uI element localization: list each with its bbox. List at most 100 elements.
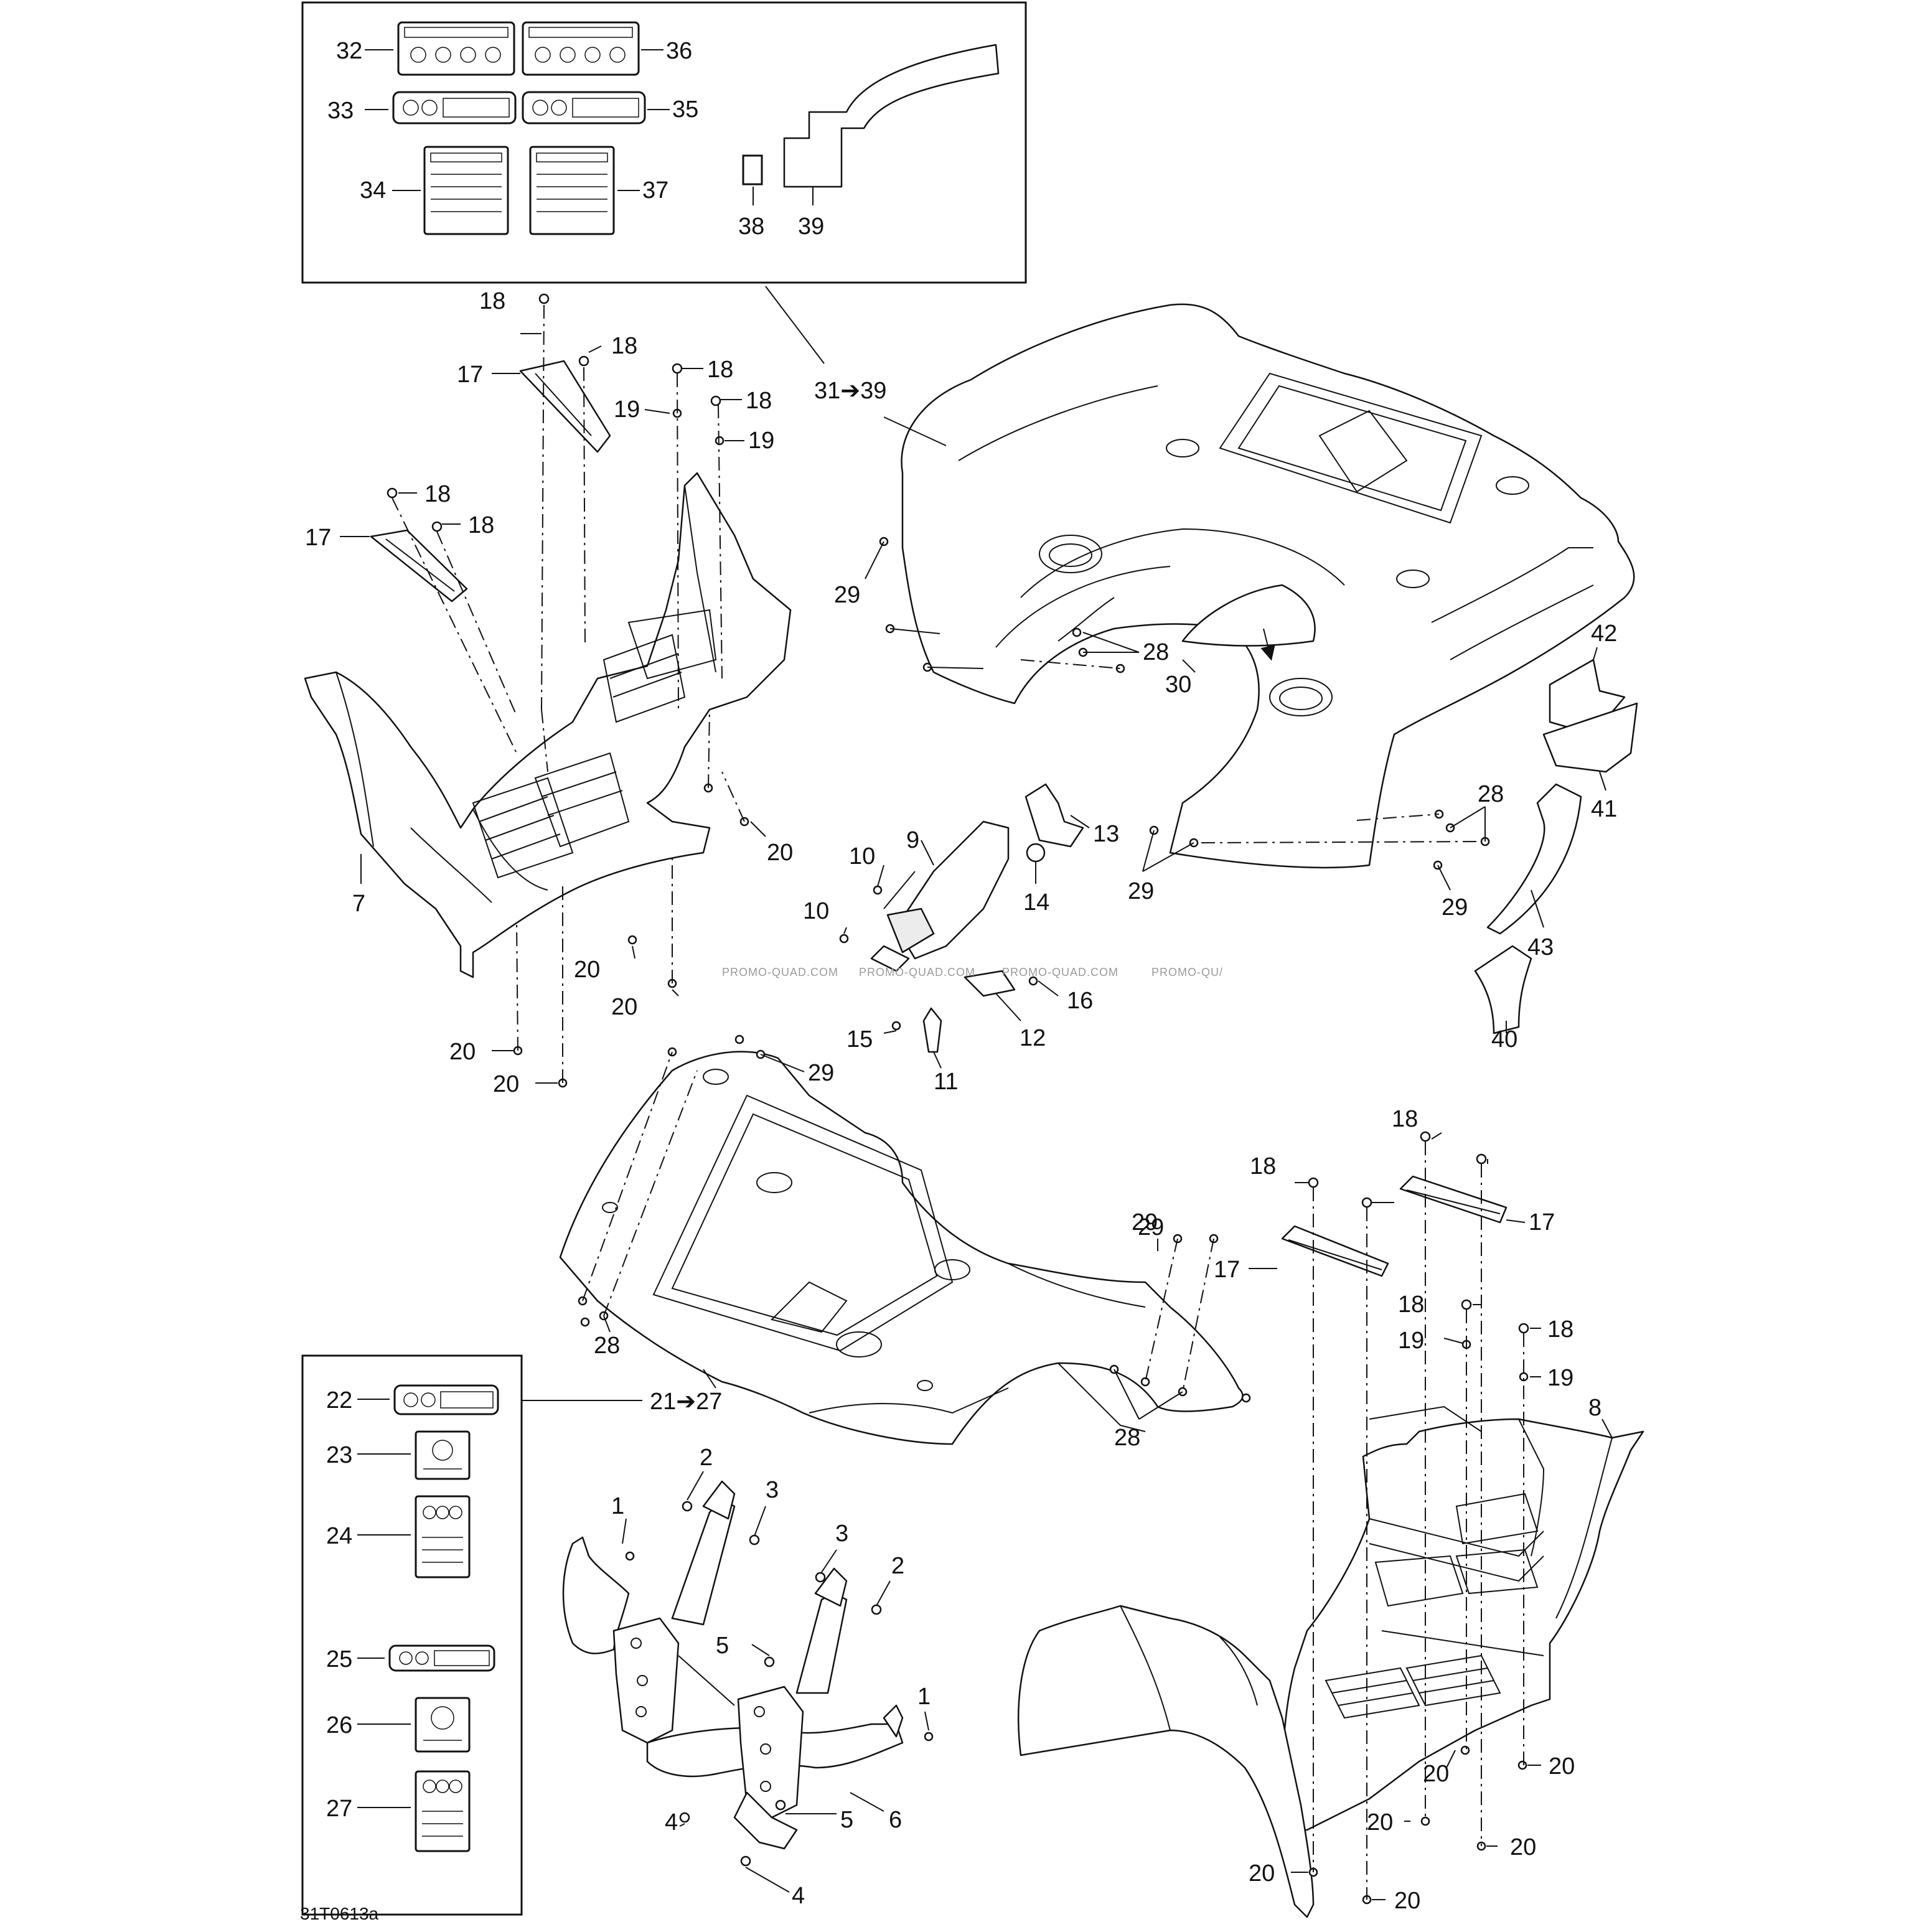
- tread-pattern-right: [1325, 1493, 1539, 1719]
- decal-kit-box-21-27: [301, 1354, 523, 1916]
- callout-20: 20: [493, 1071, 519, 1097]
- callout-8: 8: [1588, 1395, 1601, 1421]
- callout-25: 25: [326, 1646, 352, 1672]
- callout-35: 35: [672, 96, 698, 123]
- callout-18: 18: [746, 388, 772, 414]
- fastener-29-group-rear-left: [879, 537, 984, 672]
- callout-4: 4: [665, 1809, 678, 1836]
- callout-18: 18: [1398, 1292, 1424, 1318]
- decal-32: [397, 21, 515, 76]
- decal-35: [522, 91, 646, 124]
- washer-14: [1026, 843, 1046, 863]
- callout-41: 41: [1591, 796, 1617, 822]
- callout-43: 43: [1527, 934, 1554, 960]
- callout-19: 19: [1547, 1365, 1573, 1391]
- callout-20: 20: [1510, 1834, 1536, 1860]
- callout-14: 14: [1023, 889, 1049, 916]
- fastener-group-rear-right: [1149, 809, 1490, 870]
- callout-7: 7: [352, 891, 365, 917]
- guard-43: [1486, 783, 1582, 935]
- decal-33: [392, 91, 517, 124]
- callout-5: 5: [840, 1807, 853, 1833]
- callout-26: 26: [326, 1712, 352, 1738]
- front-bumper-6: [562, 1480, 934, 1867]
- callout-17: 17: [1214, 1257, 1240, 1283]
- decal-37: [529, 146, 615, 235]
- left-footwell-7: [304, 472, 792, 978]
- callout-23: 23: [326, 1442, 352, 1468]
- callout-20: 20: [1367, 1809, 1393, 1836]
- callout-20: 20: [1394, 1888, 1420, 1914]
- decal-34: [423, 146, 509, 235]
- callout-12: 12: [1020, 1025, 1046, 1051]
- callout-19: 19: [748, 428, 774, 454]
- clip-11: [922, 1007, 942, 1053]
- callout-39: 39: [798, 213, 824, 240]
- footpeg-17-right-upper: [1399, 1175, 1508, 1224]
- callout-labels: 32 36 33 35 34 37 38 39 31➔39 18 18 17 1…: [300, 38, 1617, 1923]
- callout-29: 29: [1138, 1214, 1164, 1240]
- callout-29: 29: [834, 582, 860, 608]
- front-fender: [559, 1034, 1251, 1445]
- screw-10-lower: [839, 934, 849, 944]
- callout-37: 37: [642, 177, 668, 204]
- callout-17: 17: [457, 362, 483, 388]
- leader-lines: [340, 286, 1613, 1900]
- callout-31-39: 31➔39: [814, 378, 886, 404]
- callout-28: 28: [1114, 1425, 1140, 1451]
- drawing-code: 31T0613a: [300, 1904, 379, 1923]
- decal-27: [415, 1770, 471, 1852]
- decal-25: [388, 1644, 495, 1672]
- strip-39: [783, 44, 1000, 188]
- decal-26: [415, 1697, 471, 1753]
- callout-4: 4: [792, 1883, 805, 1909]
- bracket-9: [883, 820, 1010, 960]
- pad-30: [1181, 584, 1316, 647]
- screw-16: [1028, 976, 1038, 986]
- callout-29: 29: [1132, 1209, 1158, 1236]
- callout-20: 20: [1249, 1860, 1275, 1887]
- callout-6: 6: [889, 1807, 902, 1833]
- callout-42: 42: [1591, 621, 1617, 647]
- callout-1: 1: [611, 1493, 624, 1519]
- decal-22: [393, 1384, 499, 1415]
- callout-17: 17: [1529, 1209, 1555, 1236]
- callout-20: 20: [1423, 1761, 1449, 1787]
- screw-10-upper: [873, 885, 883, 895]
- callout-18: 18: [424, 481, 451, 507]
- callout-34: 34: [360, 177, 386, 204]
- callout-2: 2: [700, 1445, 713, 1471]
- callout-5: 5: [716, 1633, 729, 1659]
- callout-16: 16: [1067, 988, 1093, 1014]
- callout-20: 20: [611, 994, 637, 1020]
- footpeg-17-left-lower: [370, 529, 468, 603]
- callout-18: 18: [611, 333, 637, 359]
- patch-38: [742, 154, 763, 185]
- screw-15: [891, 1021, 901, 1031]
- footpeg-17-left-upper: [519, 360, 611, 453]
- callout-20: 20: [767, 840, 793, 866]
- callout-19: 19: [1398, 1328, 1424, 1354]
- callout-22: 22: [326, 1387, 352, 1414]
- callout-20: 20: [1549, 1753, 1575, 1780]
- callout-20: 20: [574, 957, 600, 983]
- callout-10: 10: [849, 843, 875, 870]
- callout-18: 18: [1392, 1106, 1418, 1132]
- callout-29: 29: [1442, 894, 1468, 921]
- watermark: PROMO-QUAD.COM PROMO-QUAD.COM PROMO-QUAD…: [722, 966, 1223, 978]
- callout-3: 3: [835, 1521, 848, 1547]
- callout-19: 19: [614, 396, 640, 423]
- decal-36: [522, 21, 640, 76]
- callout-3: 3: [766, 1477, 779, 1503]
- callout-30: 30: [1165, 672, 1191, 698]
- callout-28: 28: [1143, 639, 1169, 665]
- tread-pattern-left: [472, 609, 717, 879]
- bracket-lower: [870, 945, 910, 972]
- nuts-20-left: [513, 709, 749, 1088]
- fasteners-right: [1308, 1131, 1529, 1905]
- svg-text:PROMO-QU/: PROMO-QU/: [1151, 966, 1223, 978]
- svg-text:PROMO-QUAD.COM: PROMO-QUAD.COM: [1002, 966, 1118, 978]
- fasteners-left-top: [387, 293, 724, 772]
- footpeg-17-right-lower: [1281, 1225, 1389, 1277]
- guard-40: [1474, 945, 1532, 1034]
